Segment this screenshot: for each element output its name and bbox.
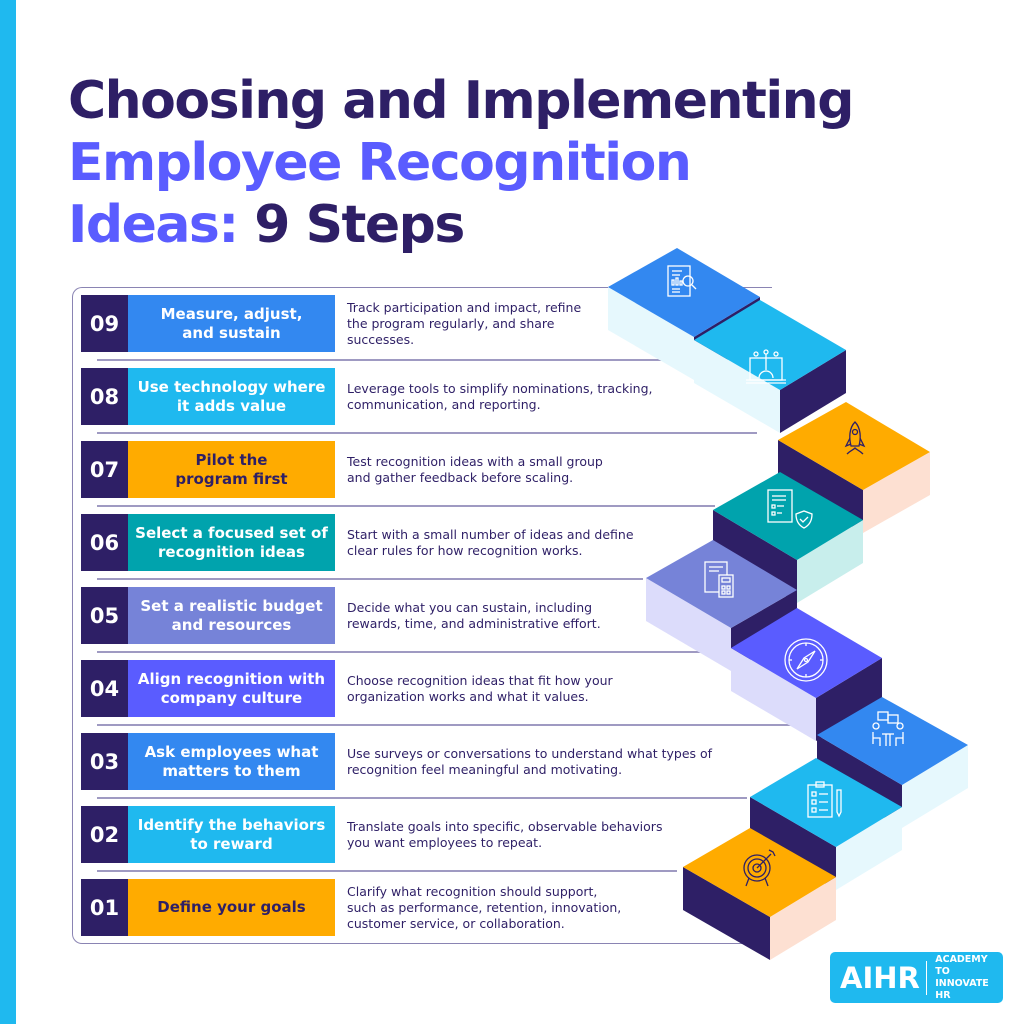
conversation-meeting-icon: [872, 711, 904, 746]
stair-block-03: [817, 697, 968, 828]
title-ideas: Ideas:: [68, 195, 239, 255]
stair-block-07: [778, 402, 930, 533]
title-line-3: Ideas: 9 Steps: [68, 194, 853, 256]
step-number: 05: [81, 587, 128, 644]
step-row-01: 01 Define your goals Clarify what recogn…: [81, 879, 621, 936]
step-number: 08: [81, 368, 128, 425]
step-label: Define your goals: [128, 879, 335, 936]
step-description: Start with a small number of ideas and d…: [347, 526, 634, 558]
title-line-2: Employee Recognition: [68, 133, 692, 193]
step-number: 09: [81, 295, 128, 352]
divider: [97, 432, 757, 434]
step-description: Use surveys or conversations to understa…: [347, 745, 713, 777]
divider: [97, 724, 795, 726]
step-number: 01: [81, 879, 128, 936]
steps-frame: [72, 287, 772, 944]
rocket-icon: [844, 421, 866, 455]
divider: [97, 797, 747, 799]
step-description: Clarify what recognition should support,…: [347, 883, 622, 931]
left-accent-bar: [0, 0, 16, 1024]
checklist-clipboard-icon: [807, 781, 842, 818]
step-number: 04: [81, 660, 128, 717]
logo-separator: [925, 960, 928, 995]
step-description: Leverage tools to simplify nominations, …: [347, 380, 653, 412]
divider: [97, 505, 715, 507]
divider: [97, 578, 643, 580]
logo-mark: AIHR: [840, 960, 920, 995]
document-shield-icon: [767, 489, 813, 529]
step-number: 07: [81, 441, 128, 498]
title-steps: 9 Steps: [237, 195, 465, 255]
step-description: Choose recognition ideas that fit how yo…: [347, 672, 613, 704]
step-number: 02: [81, 806, 128, 863]
step-number: 06: [81, 514, 128, 571]
divider: [97, 651, 719, 653]
step-description: Test recognition ideas with a small grou…: [347, 453, 603, 485]
step-description: Translate goals into specific, observabl…: [347, 818, 663, 850]
divider: [97, 870, 677, 872]
step-number: 03: [81, 733, 128, 790]
stair-block-02: [750, 758, 902, 890]
step-label: Measure, adjust,and sustain: [128, 295, 335, 352]
title-line-1: Choosing and Implementing: [68, 71, 854, 131]
compass-icon: [784, 638, 828, 682]
step-row-09: 09 Measure, adjust,and sustain Track par…: [81, 295, 581, 352]
divider: [97, 359, 681, 361]
page-title: Choosing and Implementing Employee Recog…: [68, 70, 854, 256]
